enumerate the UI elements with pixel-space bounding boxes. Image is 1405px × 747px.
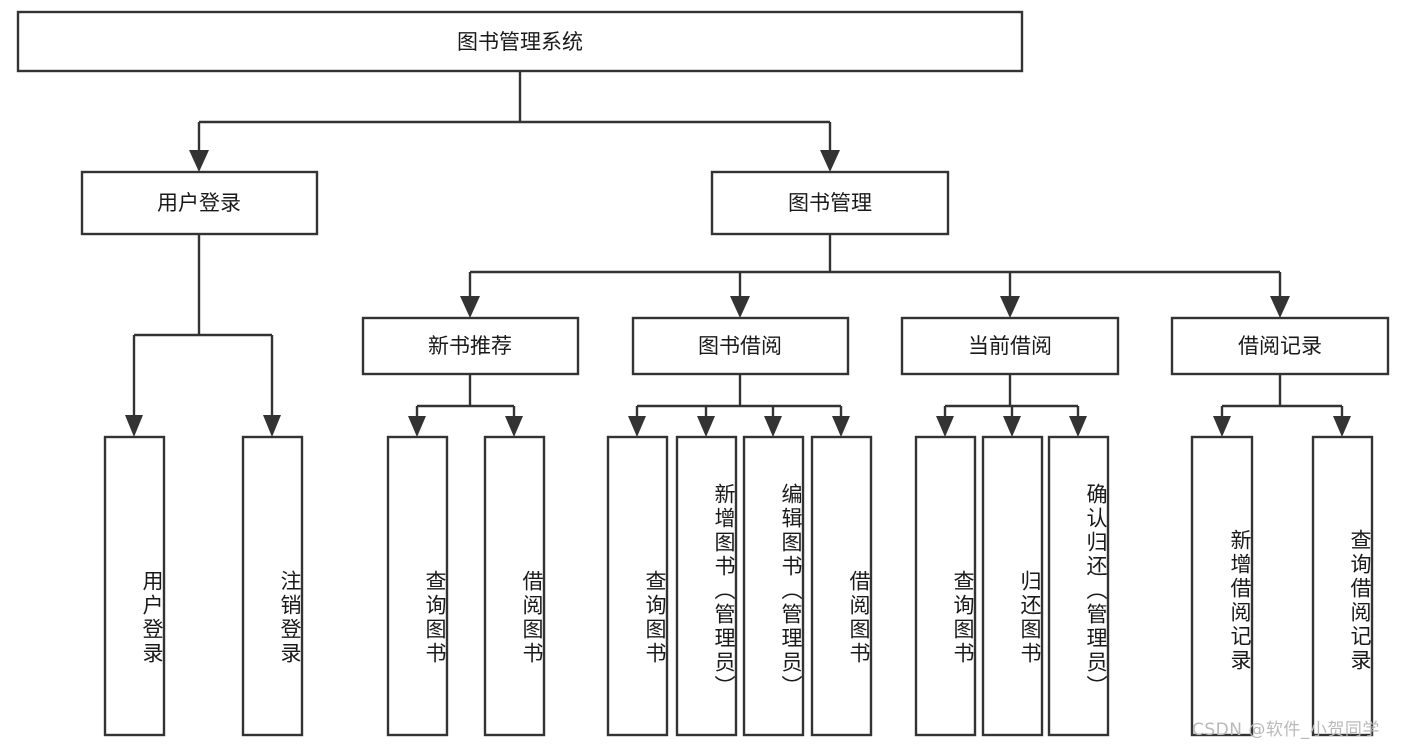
node-borrow-record-label: 借阅记录 [1238,334,1322,358]
node-borrow-record-box[interactable] [1170,316,1390,376]
connector-group-borrow-record [1213,374,1351,437]
node-current-borrow[interactable]: 当前借阅 [900,316,1120,376]
arrow-head-new-book-recommend [460,296,480,318]
node-root-box[interactable] [16,10,1024,73]
node-book-borrow[interactable]: 图书借阅 [631,316,850,376]
node-root-label: 图书管理系统 [457,30,583,54]
node-user-login[interactable]: 用户登录 [80,170,319,236]
leaf-query-book-3-box[interactable] [914,435,977,737]
arrow-head-book-borrow [730,296,750,318]
leaf-query-record-box[interactable] [1311,435,1374,737]
connector-group-book-manage [460,234,1290,318]
arrow-head-leaf-user-logout [263,415,281,437]
csdn-watermark: CSDN @软件_小贺同学 [1192,720,1380,740]
arrow-head-leaf-return-book [1003,416,1021,437]
arrow-head-leaf-add-book [697,416,715,437]
arrow-head-leaf-borrow-book-2 [832,416,850,437]
leaf-user-login-box[interactable] [103,435,166,737]
leaf-confirm-return-box[interactable] [1047,435,1110,737]
leaf-add-book-box[interactable] [675,435,738,737]
node-root[interactable]: 图书管理系统 [16,10,1024,73]
leaf-edit-book-box[interactable] [742,435,805,737]
node-new-book-recommend-box[interactable] [361,316,580,376]
arrow-head-leaf-query-book-1 [408,416,426,437]
node-book-manage[interactable]: 图书管理 [710,170,950,236]
arrow-head-leaf-query-book-3 [936,416,954,437]
node-new-book-recommend-label: 新书推荐 [428,334,512,358]
connector-group-root [189,71,840,172]
arrow-head-current-borrow [1000,296,1020,318]
arrow-head-leaf-add-record [1213,416,1231,437]
leaf-boxes [103,435,1374,737]
leaf-borrow-book-2-box[interactable] [810,435,873,737]
arrow-head-book-manage [820,150,840,172]
leaf-return-book-box[interactable] [981,435,1044,737]
node-user-login-label: 用户登录 [157,191,241,215]
connector-group-new-book-recommend [408,374,523,437]
arrow-head-leaf-query-book-2 [628,416,646,437]
arrow-head-leaf-query-record [1333,416,1351,437]
node-borrow-record[interactable]: 借阅记录 [1170,316,1390,376]
leaf-user-logout-box[interactable] [241,435,304,737]
arrow-head-leaf-user-login [125,415,143,437]
node-new-book-recommend[interactable]: 新书推荐 [361,316,580,376]
connector-group-user-login [125,234,281,437]
node-book-manage-box[interactable] [710,170,950,236]
node-user-login-box[interactable] [80,170,319,236]
connector-group-current-borrow [936,374,1087,437]
arrow-head-leaf-edit-book [764,416,782,437]
node-book-borrow-label: 图书借阅 [698,334,782,358]
leaf-query-book-1-box[interactable] [386,435,449,737]
arrow-head-borrow-record [1270,296,1290,318]
node-book-manage-label: 图书管理 [788,191,872,215]
node-current-borrow-label: 当前借阅 [968,334,1052,358]
leaf-query-book-2-box[interactable] [606,435,669,737]
node-current-borrow-box[interactable] [900,316,1120,376]
connector-group-book-borrow [628,374,850,437]
arrow-head-leaf-confirm-return [1069,416,1087,437]
node-book-borrow-box[interactable] [631,316,850,376]
arrow-head-user-login [189,150,209,172]
leaf-add-record-box[interactable] [1190,435,1254,737]
arrow-head-leaf-borrow-book-1 [505,416,523,437]
leaf-borrow-book-1-box[interactable] [483,435,546,737]
